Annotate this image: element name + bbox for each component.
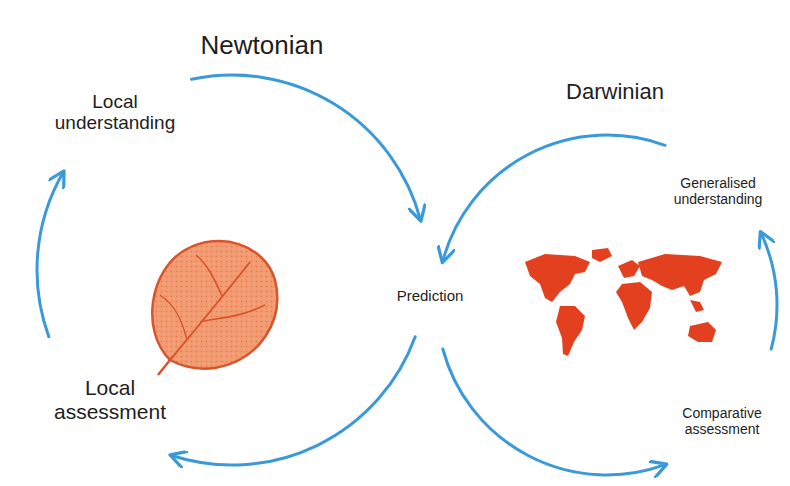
cycle-arrows — [37, 75, 777, 475]
stage-label: Local assessment — [45, 376, 175, 423]
stage-label: Prediction — [397, 288, 464, 305]
cycle-heading: Newtonian — [201, 31, 324, 60]
cycle-arrow — [192, 75, 421, 219]
stage-label: Generalised understanding — [662, 176, 774, 207]
cycle-arrow — [37, 173, 63, 337]
cycle-heading: Darwinian — [566, 80, 664, 105]
cycle-arrow — [443, 349, 665, 475]
cycle-arrow — [761, 233, 777, 349]
stage-label: Local understanding — [50, 91, 180, 134]
world-map — [525, 248, 722, 356]
leaf-illustration — [152, 241, 277, 375]
stage-label: Comparative assessment — [668, 406, 776, 437]
cycle-arrow — [443, 135, 665, 261]
